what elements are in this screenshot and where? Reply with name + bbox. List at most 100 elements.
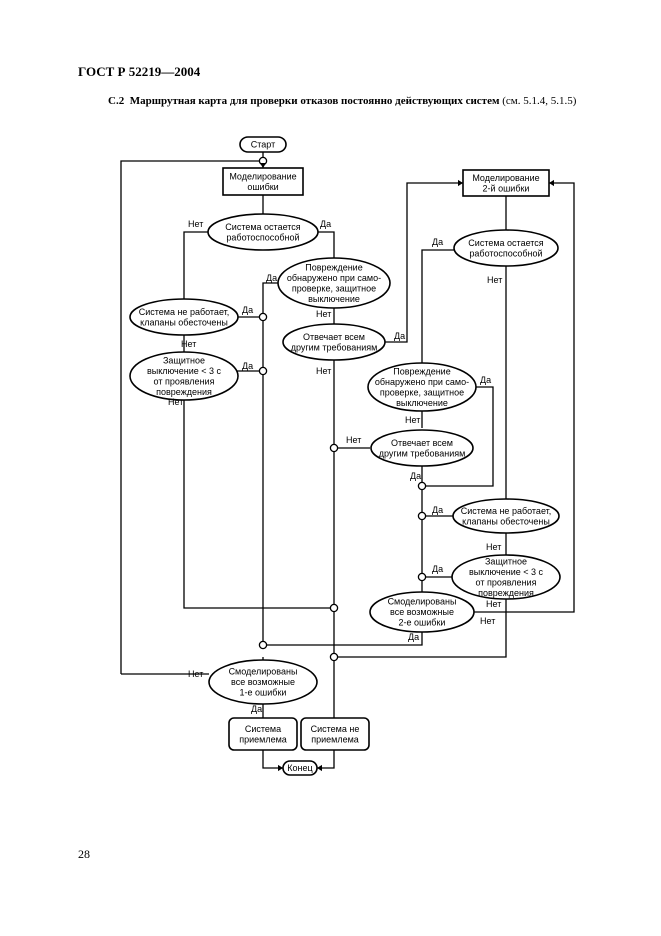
junction-mid-1: [417, 481, 427, 491]
flowchart-connectors: [120, 152, 575, 769]
model1-box-text-2: ошибки: [247, 182, 278, 192]
label-all2-no: Нет: [480, 616, 495, 626]
label-fail1-no: Нет: [181, 339, 196, 349]
model2-box-text-1: Моделирование: [472, 173, 539, 183]
start-terminal-text-1: Старт: [251, 140, 275, 150]
all2-decision-text-3: 2-е ошибки: [399, 618, 446, 628]
label-prot1-no: Нет: [168, 397, 183, 407]
label-ok1-no: Нет: [188, 219, 203, 229]
prot1-decision: [129, 351, 239, 401]
page-number: 28: [78, 847, 90, 861]
prot1-decision-text-1: Защитное: [163, 355, 205, 365]
label-req2-no: Нет: [346, 435, 361, 445]
all2-decision-text-2: все возможные: [390, 607, 454, 617]
ok1-decision: [207, 213, 319, 251]
edge-return-left: [120, 160, 259, 674]
all1-decision-text-3: 1-е ошибки: [240, 688, 287, 698]
det1-decision-text-3: проверке, защитное: [292, 283, 376, 293]
req1-decision: [282, 323, 386, 361]
edge-det1-yes: [262, 282, 278, 645]
prot2-decision-text-1: Защитное: [485, 556, 527, 566]
req2-decision-text-2: другим требованиям: [379, 448, 466, 458]
end-terminal-text-1: Конец: [287, 763, 312, 773]
label-det2-yes: Да: [480, 375, 491, 385]
req1-decision-text-1: Отвечает всем: [303, 332, 365, 342]
edge-req1-yes: [385, 182, 463, 343]
reject-terminal-text-1: Система не: [311, 724, 360, 734]
junction-det-yes-left: [329, 443, 339, 453]
fail2-decision-text-1: Система не работает,: [461, 506, 552, 516]
label-prot2-no: Нет: [486, 599, 501, 609]
ok2-decision-text-2: работоспособной: [469, 248, 542, 258]
edge-all2-yes: [263, 630, 423, 646]
fail2-decision-text-2: клапаны обесточены: [462, 516, 550, 526]
prot1-decision-text-3: от проявления: [154, 376, 215, 386]
junction-left-2: [258, 640, 268, 650]
fail1-decision-text-1: Система не работает,: [139, 307, 230, 317]
edge-ok2-yes: [421, 249, 455, 366]
det2-decision: [367, 362, 477, 412]
edge-prot2-no: [334, 596, 507, 658]
prot1-decision-text-4: повреждения: [156, 387, 212, 397]
edge-accept-end: [262, 750, 283, 769]
label-req1-no: Нет: [316, 366, 331, 376]
label-det1-no: Нет: [316, 309, 331, 319]
junction-mid-3: [417, 572, 427, 582]
label-prot2-yes: Да: [432, 564, 443, 574]
arrow-model1-in: [259, 163, 267, 168]
prot2-decision: [451, 554, 561, 600]
edge-ok1-yes: [317, 231, 335, 265]
label-ok1-yes: Да: [320, 219, 331, 229]
label-det2-no: Нет: [405, 415, 420, 425]
label-all1-yes: Да: [251, 704, 262, 714]
ok2-decision-text-1: Система остается: [468, 238, 544, 248]
prot2-decision-text-3: от проявления: [476, 577, 537, 587]
label-ok2-no: Нет: [487, 275, 502, 285]
all1-decision-text-1: Смоделированы: [229, 667, 298, 677]
ok1-decision-text-2: работоспособной: [226, 232, 299, 242]
prot2-decision-text-2: выключение < 3 с: [469, 567, 544, 577]
label-prot1-yes: Да: [242, 361, 253, 371]
edge-reject-end: [317, 750, 335, 769]
label-fail2-no: Нет: [486, 542, 501, 552]
arrow-model2-return: [549, 179, 554, 187]
accept-terminal-text-2: приемлема: [239, 734, 287, 744]
model2-box-text-2: 2-й ошибки: [483, 183, 530, 193]
det2-decision-text-3: проверке, защитное: [380, 387, 464, 397]
junction-left-1: [329, 603, 339, 613]
caption-reference: (см. 5.1.4, 5.1.5): [502, 95, 577, 107]
standard-header: ГОСТ Р 52219—2004: [78, 64, 201, 79]
junction-mid-2: [417, 511, 427, 521]
edge-ok1-no: [183, 231, 209, 303]
det1-decision-text-2: обнаружено при само-: [287, 273, 381, 283]
det1-decision-text-4: выключение: [308, 294, 360, 304]
label-req1-yes: Да: [394, 331, 405, 341]
accept-terminal: [228, 717, 298, 751]
det2-decision-text-4: выключение: [396, 398, 448, 408]
edge-det2-yes: [422, 386, 494, 487]
figure-caption: С.2 Маршрутная карта для проверки отказо…: [108, 95, 576, 107]
prot1-decision-text-2: выключение < 3 с: [147, 366, 222, 376]
junction-fail1: [258, 312, 268, 322]
req2-decision-text-1: Отвечает всем: [391, 438, 453, 448]
arrow-end-left: [278, 764, 283, 772]
label-fail1-yes: Да: [242, 305, 253, 315]
junction-right-1: [329, 652, 339, 662]
arrow-end-right: [317, 764, 322, 772]
all1-decision: [208, 659, 318, 705]
label-all1-no: Нет: [188, 669, 203, 679]
start-terminal: [239, 136, 287, 153]
req1-decision-text-2: другим требованиям: [291, 342, 378, 352]
label-all2-yes: Да: [408, 632, 419, 642]
arrow-model2-in: [458, 179, 463, 187]
ok1-decision-text-1: Система остается: [225, 222, 301, 232]
accept-terminal-text-1: Система: [245, 724, 281, 734]
junction-prot1: [258, 366, 268, 376]
all2-decision-text-1: Смоделированы: [388, 597, 457, 607]
reject-terminal: [300, 717, 370, 751]
reject-terminal-text-2: приемлема: [311, 734, 359, 744]
ok2-decision: [453, 229, 559, 267]
